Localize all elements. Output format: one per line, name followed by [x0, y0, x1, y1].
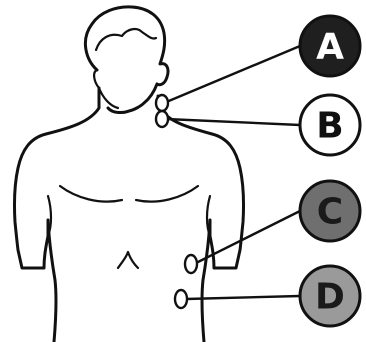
- badge-d: D: [300, 266, 360, 326]
- electrode-c: [185, 255, 197, 273]
- leader-line-b: [166, 119, 300, 125]
- badge-a: A: [300, 16, 360, 76]
- jaw-line: [99, 88, 118, 108]
- electrode-b: [156, 111, 168, 127]
- hairline: [96, 29, 156, 50]
- electrode-d: [175, 290, 187, 308]
- left-ear: [94, 70, 99, 88]
- electrode-a: [156, 95, 168, 111]
- badge-b: B: [300, 95, 360, 155]
- right-pectoral: [136, 186, 198, 202]
- left-pectoral: [60, 186, 122, 202]
- badge-c: C: [300, 181, 360, 241]
- body-outline: [14, 88, 99, 342]
- badge-b-label: B: [316, 106, 343, 147]
- leader-line-a: [164, 46, 300, 103]
- badge-a-label: A: [316, 27, 344, 68]
- badge-c-label: C: [317, 192, 343, 233]
- right-body-outline: [158, 96, 244, 342]
- badge-d-label: D: [315, 277, 345, 318]
- navel: [118, 252, 138, 268]
- torso-figure: [14, 7, 243, 342]
